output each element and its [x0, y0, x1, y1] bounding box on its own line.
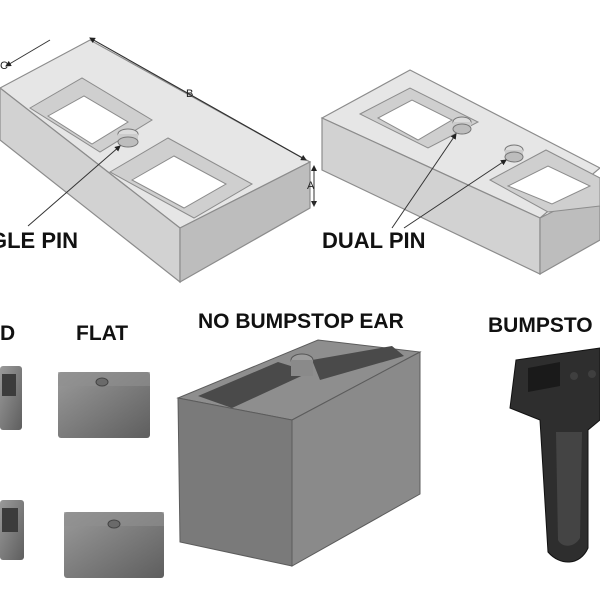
single-pin-pointer	[27, 145, 121, 227]
flat-label: FLAT	[76, 322, 129, 345]
dimension-c-line	[5, 39, 51, 67]
tapered-label-partial: D	[0, 322, 16, 345]
dimension-b-label: B	[186, 88, 194, 100]
dual-pin-block-diagram	[320, 69, 600, 276]
single-pin-block-diagram	[0, 37, 317, 284]
dual-pin-pointer-1	[391, 133, 457, 229]
dual-pin-pointer-2	[403, 159, 507, 229]
no-bumpstop-ear-label: NO BUMPSTOP EAR	[198, 310, 404, 333]
dimension-a-label: A	[307, 180, 315, 192]
dual-pin-label: DUAL PIN	[322, 228, 426, 253]
dimension-c-label: C	[0, 60, 8, 72]
bumpstop-label-partial: BUMPSTO	[488, 314, 593, 337]
no-bumpstop-ear-block-photo	[176, 339, 422, 567]
bumpstop-block-photo	[509, 347, 600, 563]
tapered-block-photo	[0, 366, 24, 560]
flat-block-photo	[58, 372, 164, 578]
single-pin-label: GLE PIN	[0, 228, 79, 253]
